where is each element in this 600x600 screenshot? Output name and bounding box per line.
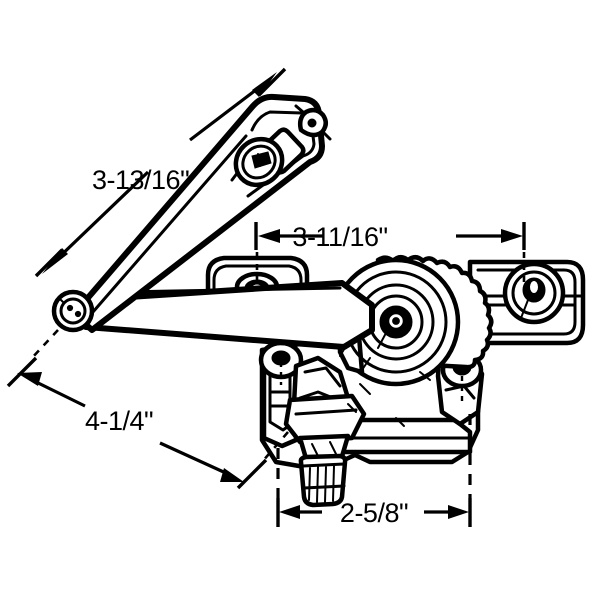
dimension-label-mount-spacing: 2-5/8" xyxy=(340,498,408,528)
dimension-label-arm-length: 3-13/16" xyxy=(92,165,189,195)
dimension-body-width: 3-11/16" xyxy=(254,222,526,290)
right-mounting-hole xyxy=(502,261,566,325)
splined-crank-shaft xyxy=(298,453,348,508)
dimension-lower-arm-length: 4-1/4" xyxy=(6,329,289,490)
arm-slide-shoe xyxy=(230,136,285,188)
part-geometry xyxy=(51,93,586,508)
dimension-label-body-width: 3-11/16" xyxy=(292,222,387,252)
dimension-mount-spacing: 2-5/8" xyxy=(276,414,472,528)
dimension-label-lower-arm-length: 4-1/4" xyxy=(85,406,153,436)
arm-pivot-roller xyxy=(51,289,95,333)
dimension-arm-length: 3-13/16" xyxy=(34,67,287,278)
